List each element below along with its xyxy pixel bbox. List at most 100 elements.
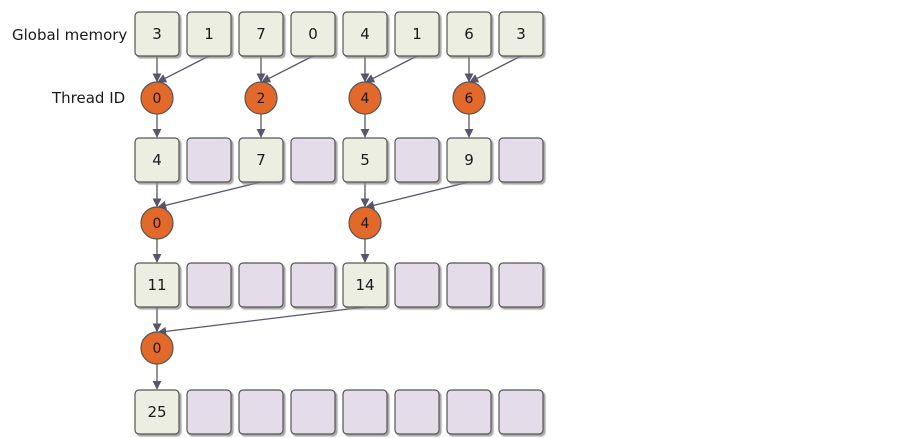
memory-cell-box: [498, 137, 544, 183]
memory-cell-empty: [186, 262, 232, 308]
memory-cell-box: [290, 137, 336, 183]
memory-cell-value: 4: [360, 25, 370, 43]
memory-cell-box: [186, 11, 232, 57]
flow-arrow: [365, 181, 470, 210]
thread-id-value: 6: [465, 91, 474, 107]
memory-cell: 4: [342, 11, 388, 57]
thread-circle: [244, 81, 278, 115]
memory-cell-box: [342, 262, 388, 308]
memory-cell-empty: [394, 262, 440, 308]
memory-cell-box: [238, 11, 284, 57]
memory-cell: 7: [238, 11, 284, 57]
memory-cell-empty: [238, 389, 284, 435]
memory-cell-value: 7: [256, 151, 266, 169]
memory-cell-empty: [290, 137, 336, 183]
memory-cell: 4: [134, 137, 180, 183]
memory-cell-value: 7: [256, 25, 266, 43]
memory-cell-box: [238, 262, 284, 308]
memory-cell-empty: [290, 262, 336, 308]
memory-cell-box: [446, 11, 492, 57]
memory-cell-box: [342, 11, 388, 57]
thread-id-value: 0: [153, 216, 162, 232]
memory-cell-empty: [290, 389, 336, 435]
flow-arrow: [157, 55, 210, 83]
memory-cell-value: 4: [152, 151, 162, 169]
memory-cell: 6: [446, 11, 492, 57]
memory-cell-empty: [186, 137, 232, 183]
memory-cell-box: [134, 137, 180, 183]
memory-cell-box: [186, 262, 232, 308]
memory-cell: 1: [186, 11, 232, 57]
memory-cell-empty: [498, 137, 544, 183]
flow-arrow: [157, 306, 366, 336]
memory-cell-box: [446, 262, 492, 308]
thread-node: 0: [140, 81, 174, 115]
flow-arrow: [365, 55, 418, 83]
thread-circle: [452, 81, 486, 115]
memory-cell-box: [446, 137, 492, 183]
thread-id-value: 2: [257, 91, 266, 107]
thread-node: 0: [140, 206, 174, 240]
thread-node: 2: [244, 81, 278, 115]
memory-cell-box: [290, 389, 336, 435]
memory-cell-box: [394, 389, 440, 435]
memory-cell-value: 1: [412, 25, 422, 43]
global-memory-label: Global memory: [12, 26, 127, 44]
memory-row: 4 7 5 9: [134, 137, 544, 183]
memory-cell-value: 0: [308, 25, 318, 43]
memory-cell-empty: [394, 389, 440, 435]
memory-cell-box: [498, 389, 544, 435]
memory-cell: 14: [342, 262, 388, 308]
memory-cell: 5: [342, 137, 388, 183]
thread-id-value: 0: [153, 91, 162, 107]
memory-cell: 7: [238, 137, 284, 183]
flow-arrow: [261, 55, 314, 83]
memory-cell-empty: [498, 262, 544, 308]
memory-cell: 9: [446, 137, 492, 183]
thread-circle: [140, 331, 174, 365]
thread-circle: [140, 81, 174, 115]
memory-cell-empty: [238, 262, 284, 308]
memory-cell-empty: [186, 389, 232, 435]
memory-cell-empty: [446, 389, 492, 435]
thread-node: 0: [140, 331, 174, 365]
thread-circle: [140, 206, 174, 240]
thread-node: 4: [348, 81, 382, 115]
memory-row: 3 1 7 0 4 1 6 3: [134, 11, 544, 57]
memory-rows: 3 1 7 0 4 1 6 3 4 7 5 9 11 14 25: [134, 11, 544, 435]
memory-cell-box: [498, 11, 544, 57]
memory-cell-box: [446, 389, 492, 435]
memory-cell: 1: [394, 11, 440, 57]
memory-row: 25: [134, 389, 544, 435]
memory-cell-value: 11: [147, 276, 166, 294]
memory-cell-empty: [498, 389, 544, 435]
thread-id-label: Thread ID: [51, 89, 125, 107]
memory-cell-box: [342, 137, 388, 183]
memory-cell-value: 1: [204, 25, 214, 43]
memory-cell-empty: [446, 262, 492, 308]
memory-cell-box: [186, 137, 232, 183]
memory-cell-value: 14: [355, 276, 374, 294]
memory-cell: 25: [134, 389, 180, 435]
memory-cell-box: [290, 11, 336, 57]
memory-cell-empty: [342, 389, 388, 435]
memory-cell-value: 3: [152, 25, 162, 43]
memory-cell: 3: [134, 11, 180, 57]
memory-cell-box: [498, 262, 544, 308]
thread-nodes: 0 2 4 6 0 4 0: [140, 81, 486, 365]
memory-cell-box: [394, 137, 440, 183]
memory-cell: 3: [498, 11, 544, 57]
memory-cell-value: 3: [516, 25, 526, 43]
memory-cell-box: [290, 262, 336, 308]
memory-cell-box: [394, 262, 440, 308]
flow-arrow: [157, 181, 262, 210]
flow-arrow: [469, 55, 522, 83]
memory-cell-value: 9: [464, 151, 474, 169]
memory-cell-box: [186, 389, 232, 435]
memory-cell-box: [134, 262, 180, 308]
memory-cell-box: [238, 137, 284, 183]
thread-node: 4: [348, 206, 382, 240]
memory-cell-box: [342, 389, 388, 435]
memory-cell-box: [394, 11, 440, 57]
